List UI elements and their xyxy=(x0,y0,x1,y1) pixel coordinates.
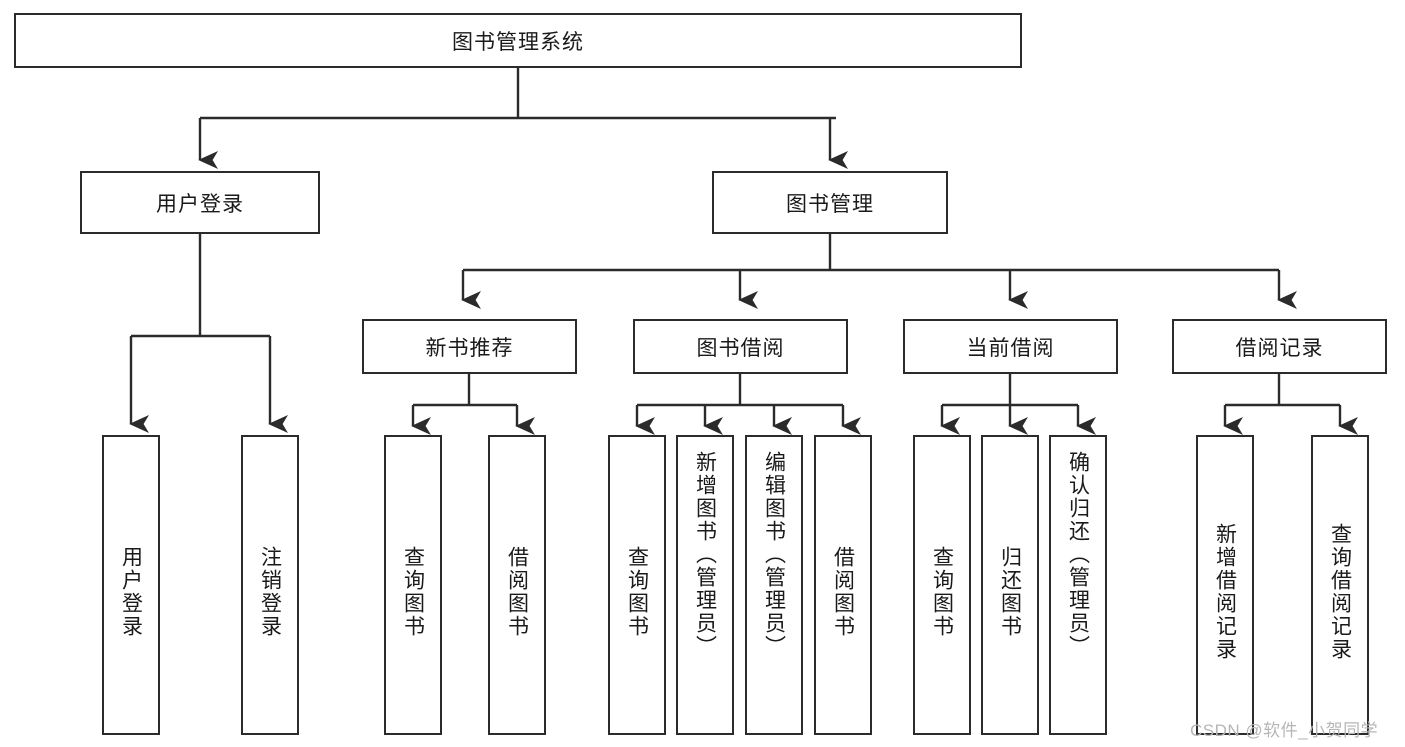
leaf-edit-book-admin[interactable]: 编辑图书（管理员） xyxy=(745,435,803,735)
leaf-return-book[interactable]: 归还图书 xyxy=(981,435,1039,735)
leaf-query-borrow-record[interactable]: 查询借阅记录 xyxy=(1311,435,1369,735)
node-book-borrow[interactable]: 图书借阅 xyxy=(633,319,848,374)
leaf-borrow-book-recommend[interactable]: 借阅图书 xyxy=(488,435,546,735)
node-current-borrow[interactable]: 当前借阅 xyxy=(903,319,1118,374)
leaf-query-book-current[interactable]: 查询图书 xyxy=(913,435,971,735)
leaf-logout-login[interactable]: 注销登录 xyxy=(241,435,299,735)
node-borrow-record[interactable]: 借阅记录 xyxy=(1172,319,1387,374)
leaf-borrow-book[interactable]: 借阅图书 xyxy=(814,435,872,735)
leaf-add-borrow-record[interactable]: 新增借阅记录 xyxy=(1196,435,1254,735)
leaf-query-book-recommend[interactable]: 查询图书 xyxy=(384,435,442,735)
node-user-login[interactable]: 用户登录 xyxy=(80,171,320,234)
leaf-query-book-borrow[interactable]: 查询图书 xyxy=(608,435,666,735)
csdn-watermark: CSDN @软件_小贺同学 xyxy=(1190,721,1379,740)
node-book-management[interactable]: 图书管理 xyxy=(712,171,948,234)
leaf-add-book-admin[interactable]: 新增图书（管理员） xyxy=(676,435,734,735)
leaf-user-login[interactable]: 用户登录 xyxy=(102,435,160,735)
node-root-system[interactable]: 图书管理系统 xyxy=(14,13,1022,68)
node-new-book-recommend[interactable]: 新书推荐 xyxy=(362,319,577,374)
leaf-confirm-return-admin[interactable]: 确认归还（管理员） xyxy=(1049,435,1107,735)
